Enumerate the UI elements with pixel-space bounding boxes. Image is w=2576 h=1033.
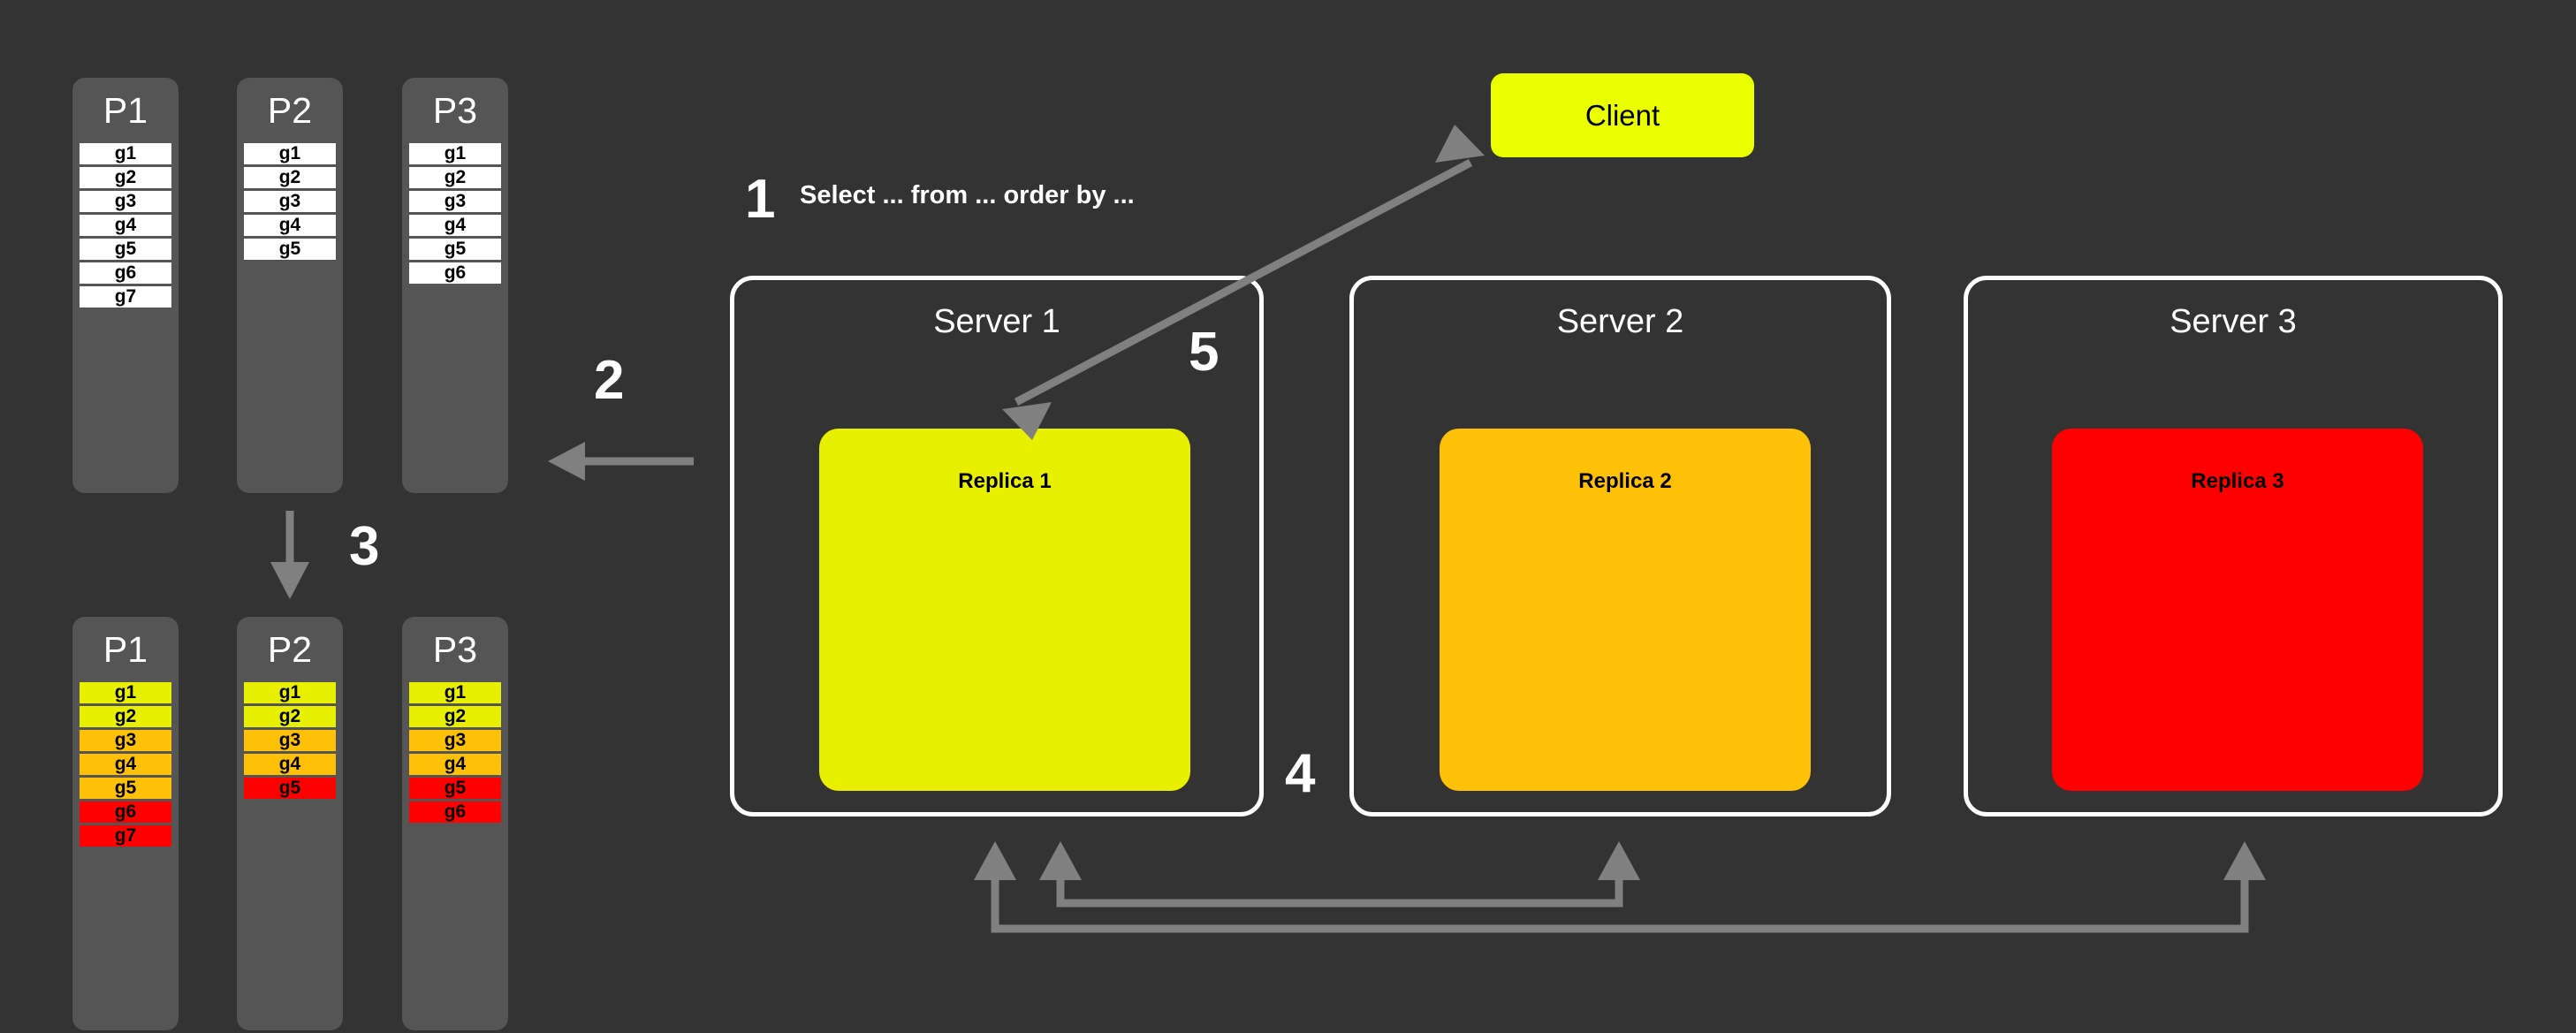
step-number-5: 5 xyxy=(1189,322,1220,383)
partition-item: g3 xyxy=(244,191,336,212)
partition-item: g5 xyxy=(409,239,501,260)
replica-label: Replica 2 xyxy=(1578,469,1672,493)
partition-item: g4 xyxy=(409,215,501,236)
arrow-step-4 xyxy=(974,841,2266,933)
partition-item: g1 xyxy=(409,143,501,164)
replica-label: Replica 1 xyxy=(958,469,1052,493)
query-label: Select ... from ... order by ... xyxy=(800,181,1135,209)
partition-item: g1 xyxy=(244,143,336,164)
partition-item: g7 xyxy=(80,286,171,308)
partition-item: g5 xyxy=(244,778,336,799)
server-box-3: Server 3 Replica 3 xyxy=(1964,276,2503,817)
partition-item: g3 xyxy=(80,730,171,751)
partition-item: g6 xyxy=(80,801,171,823)
client-box[interactable]: Client xyxy=(1491,73,1754,157)
partition-title: P1 xyxy=(103,90,148,131)
partition-column-bottom-p3: P3 g1 g2 g3 g4 g5 g6 xyxy=(402,617,508,1030)
step-number-3: 3 xyxy=(349,516,380,577)
step-number-2: 2 xyxy=(594,350,625,411)
partition-item: g3 xyxy=(409,191,501,212)
server-title: Server 1 xyxy=(933,303,1060,340)
partition-item: g2 xyxy=(244,706,336,727)
arrow-step-3 xyxy=(270,511,309,599)
partition-item: g2 xyxy=(80,167,171,188)
partition-item: g7 xyxy=(80,825,171,847)
partition-item: g5 xyxy=(244,239,336,260)
partition-column-bottom-p1: P1 g1 g2 g3 g4 g5 g6 g7 xyxy=(72,617,179,1030)
partition-title: P1 xyxy=(103,629,148,670)
partition-items: g1 g2 g3 g4 g5 xyxy=(244,143,336,260)
partition-column-top-p3: P3 g1 g2 g3 g4 g5 g6 xyxy=(402,78,508,493)
partition-item: g5 xyxy=(80,239,171,260)
partition-items: g1 g2 g3 g4 g5 xyxy=(244,682,336,799)
arrow-step-2 xyxy=(548,442,694,481)
partition-column-top-p1: P1 g1 g2 g3 g4 g5 g6 g7 xyxy=(72,78,179,493)
partition-item: g3 xyxy=(244,730,336,751)
partition-item: g2 xyxy=(244,167,336,188)
partition-column-top-p2: P2 g1 g2 g3 g4 g5 xyxy=(237,78,343,493)
replica-label: Replica 3 xyxy=(2191,469,2284,493)
partition-item: g4 xyxy=(409,754,501,775)
partition-title: P2 xyxy=(267,90,313,131)
partition-item: g4 xyxy=(80,754,171,775)
replica-box-2[interactable]: Replica 2 xyxy=(1440,429,1811,791)
step-number-4: 4 xyxy=(1285,743,1316,804)
partition-items: g1 g2 g3 g4 g5 g6 g7 xyxy=(80,682,171,847)
partition-item: g3 xyxy=(409,730,501,751)
partition-item: g2 xyxy=(409,706,501,727)
partition-item: g4 xyxy=(80,215,171,236)
partition-title: P2 xyxy=(267,629,313,670)
partition-item: g6 xyxy=(80,262,171,284)
partition-item: g4 xyxy=(244,754,336,775)
partition-items: g1 g2 g3 g4 g5 g6 g7 xyxy=(80,143,171,308)
server-box-2: Server 2 Replica 2 xyxy=(1349,276,1891,817)
partition-item: g3 xyxy=(80,191,171,212)
partition-item: g2 xyxy=(80,706,171,727)
partition-item: g1 xyxy=(244,682,336,703)
partition-item: g5 xyxy=(409,778,501,799)
partition-item: g5 xyxy=(80,778,171,799)
partition-item: g1 xyxy=(80,682,171,703)
partition-item: g1 xyxy=(409,682,501,703)
partition-item: g4 xyxy=(244,215,336,236)
server-title: Server 2 xyxy=(1556,303,1684,340)
partition-item: g2 xyxy=(409,167,501,188)
partition-item: g6 xyxy=(409,801,501,823)
partition-column-bottom-p2: P2 g1 g2 g3 g4 g5 xyxy=(237,617,343,1030)
server-box-1: Server 1 Replica 1 xyxy=(730,276,1264,817)
partition-item: g1 xyxy=(80,143,171,164)
partition-items: g1 g2 g3 g4 g5 g6 xyxy=(409,682,501,823)
replica-box-1[interactable]: Replica 1 xyxy=(819,429,1190,791)
partition-items: g1 g2 g3 g4 g5 g6 xyxy=(409,143,501,284)
replica-box-3[interactable]: Replica 3 xyxy=(2052,429,2423,791)
server-title: Server 3 xyxy=(2169,303,2297,340)
partition-title: P3 xyxy=(432,90,478,131)
step-number-1: 1 xyxy=(745,169,776,230)
partition-item: g6 xyxy=(409,262,501,284)
partition-title: P3 xyxy=(432,629,478,670)
